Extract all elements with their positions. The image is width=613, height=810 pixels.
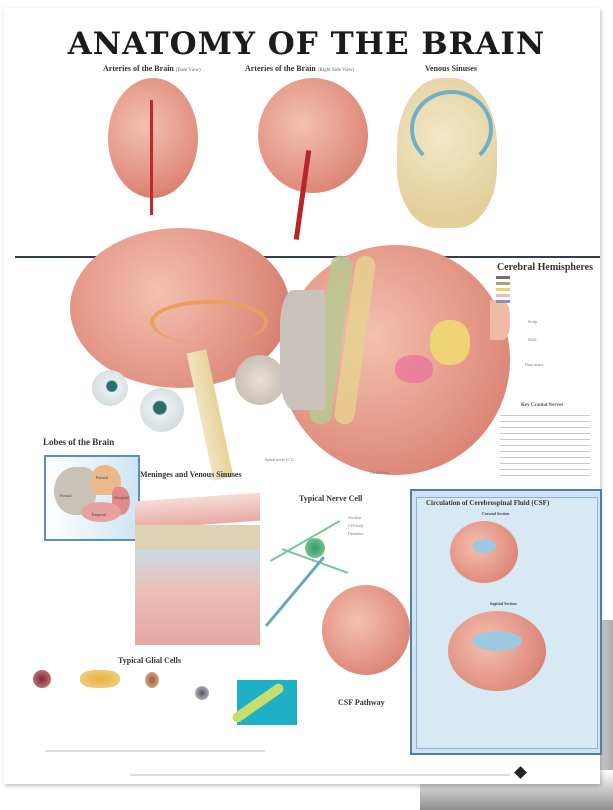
arteries-base-title: Arteries of the Brain (Base View): [103, 64, 201, 73]
nerve-cell-title: Typical Nerve Cell: [299, 494, 363, 503]
cerebral-hemispheres-title: Cerebral Hemispheres: [497, 262, 594, 273]
ependymal-cells: [80, 670, 120, 688]
brain-cut-surface: [280, 290, 325, 410]
glial-title: Typical Glial Cells: [118, 656, 181, 665]
scalp-label: Scalp: [528, 319, 537, 324]
dura-label: Dura mater: [525, 362, 544, 367]
venous-sinuses-title: Venous Sinuses: [425, 64, 477, 73]
parietal-label: Parietal: [96, 475, 109, 480]
nerve-cell-body: [305, 538, 325, 558]
footnote: [45, 750, 265, 752]
csf-pathway-title: CSF Pathway: [338, 698, 385, 707]
brain-side-illustration: [258, 78, 368, 193]
eyeball: [140, 388, 184, 432]
section-divider: [15, 256, 600, 258]
csf-panel: Circulation of Cerebrospinal Fluid (CSF)…: [410, 489, 602, 755]
arteries-side-title: Arteries of the Brain (Right Side View): [245, 64, 355, 73]
nucleus-label: Nucleus: [348, 515, 362, 520]
oligodendrocyte: [195, 686, 209, 700]
astrocyte: [33, 670, 51, 688]
occipital-label: Occipital: [114, 495, 129, 500]
cranial-nerves-title: Key Cranial Nerves: [521, 403, 564, 408]
frontal-label: Frontal: [60, 493, 72, 498]
lateral-ventricles: [472, 539, 496, 553]
cranial-nerves-list: [500, 412, 590, 480]
ventricles: [472, 631, 522, 651]
microglial-cell: [145, 672, 159, 688]
cell-body-label: Cell body: [348, 523, 364, 528]
cerebellum-section: [235, 355, 285, 405]
temporal-label: Temporal: [91, 512, 107, 517]
hemispheres-legend: [496, 274, 513, 304]
wernickes-area: [430, 320, 470, 365]
lobes-panel: Frontal Parietal Occipital Temporal: [44, 455, 140, 541]
poster-title: ANATOMY OF THE BRAIN: [67, 26, 546, 62]
skull-layer-section: [135, 525, 260, 550]
spinal-nerve-label: Spinal nerve (C1): [265, 457, 294, 462]
basilar-artery: [150, 100, 153, 215]
csf-title: Circulation of Cerebrospinal Fluid (CSF): [426, 499, 550, 507]
brain-base-illustration: [108, 78, 198, 198]
coronal-label: Coronal Section: [482, 511, 510, 516]
corpus-callosum: [150, 300, 268, 344]
meninges-title: Meninges and Venous Sinuses: [140, 470, 242, 479]
lobes-title: Lobes of the Brain: [43, 437, 115, 447]
venous-sinus-lines: [410, 90, 493, 168]
eyeball: [92, 370, 128, 406]
scalp-layer: [490, 300, 510, 340]
copyright-line: [130, 774, 510, 776]
dendrites-label: Dendrites: [348, 531, 364, 536]
sagittal-brain: [448, 611, 546, 691]
cerebellum-label: Cerebellum: [370, 470, 389, 475]
meninges-layers: [135, 550, 260, 645]
brocas-area: [395, 355, 433, 383]
csf-pathway-brain: [322, 585, 410, 675]
skull-label: Skull: [528, 337, 537, 342]
sagittal-label: Sagittal Section: [490, 601, 517, 606]
